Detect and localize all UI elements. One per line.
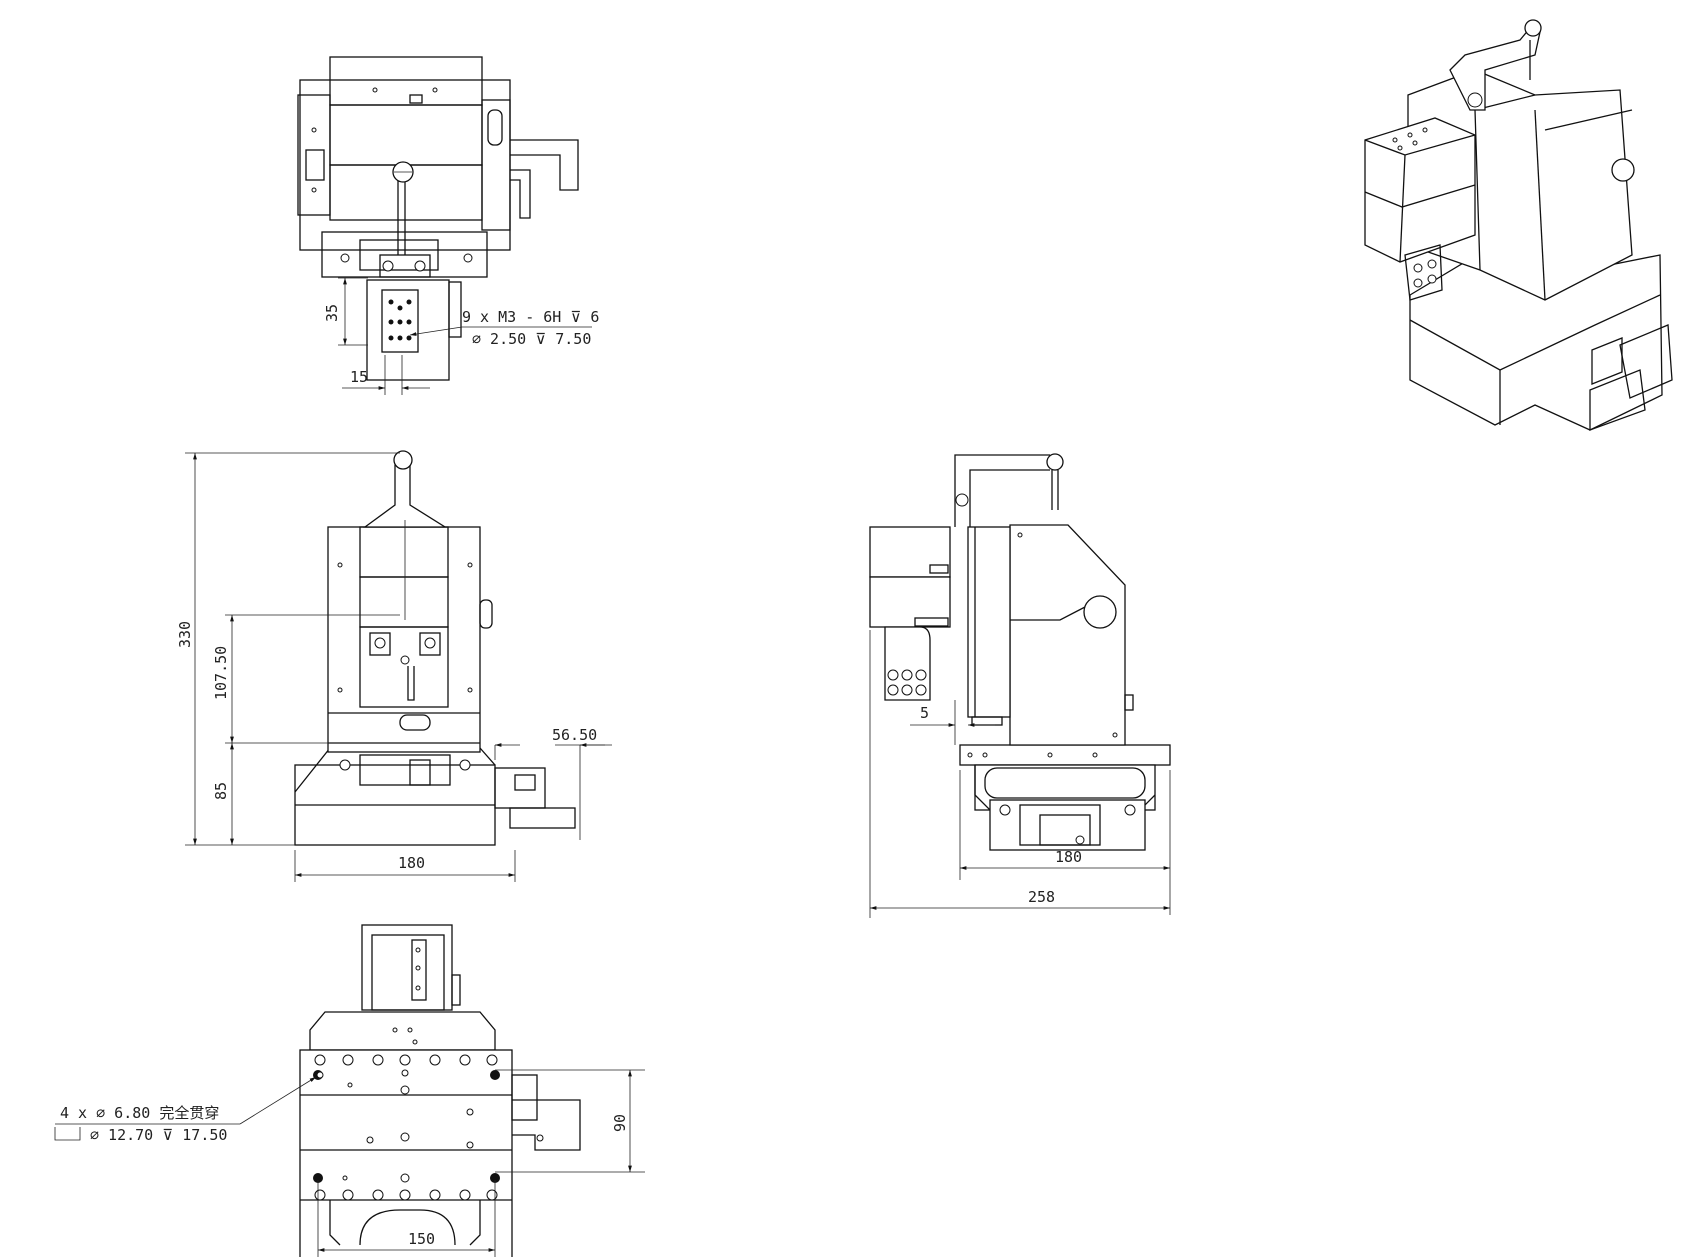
- front-view-dim-85-label: 85: [212, 782, 230, 800]
- top-view-dimension-15: 15: [342, 355, 430, 395]
- bottom-view-hole-pattern: [313, 1054, 500, 1201]
- top-view-thread-callout: 9 x M3 - 6H ⊽ 6 ⌀ 2.50 ⊽ 7.50: [409, 308, 599, 348]
- bottom-view-dim-150-label: 150: [408, 1230, 435, 1248]
- side-view-dim-180-label: 180: [1055, 848, 1082, 866]
- bottom-view-head: [361, 924, 453, 1011]
- bottom-view-callout-line2: ⌀ 12.70 ⊽ 17.50: [90, 1126, 227, 1144]
- front-view-dimension-56-50: 56.50: [494, 726, 612, 840]
- side-view-head-lower: [869, 576, 951, 628]
- top-view-dimension-35: 35: [323, 277, 368, 346]
- top-view-callout-line2: ⌀ 2.50 ⊽ 7.50: [472, 330, 591, 348]
- side-view: 5 180 258: [869, 453, 1171, 918]
- front-view-column: [327, 526, 481, 753]
- iso-head: [1364, 117, 1476, 263]
- front-view-dim-180-label: 180: [398, 854, 425, 872]
- front-view-dimension-180: 180: [294, 850, 516, 882]
- isometric-view: [1364, 19, 1673, 431]
- iso-column: [1407, 69, 1633, 301]
- front-view-dim-56-label: 56.50: [552, 726, 597, 744]
- top-view: 35 15 9 x M3 - 6H ⊽ 6 ⌀ 2.50 ⊽ 7.50: [297, 56, 599, 395]
- side-view-dim-258-label: 258: [1028, 888, 1055, 906]
- front-view-dim-107-label: 107.50: [212, 646, 230, 700]
- side-view-dimension-5: 5: [910, 700, 995, 745]
- side-view-handle-arm: [954, 454, 1050, 527]
- top-view-dim-15-label: 15: [350, 368, 368, 386]
- bottom-view-dim-90-label: 90: [611, 1114, 629, 1132]
- bottom-view-base: [299, 1049, 513, 1257]
- front-view-handle: [363, 464, 448, 528]
- bottom-view-dimension-90: 90: [495, 1069, 645, 1173]
- iso-knob: [1611, 158, 1635, 182]
- side-view-slide: [967, 526, 1011, 718]
- counterbore-icon: [54, 1127, 81, 1141]
- bottom-view-hole-callout: 4 x ⌀ 6.80 完全贯穿 ⌀ 12.70 ⊽ 17.50: [54, 1076, 317, 1144]
- front-view-dim-330-label: 330: [176, 621, 194, 648]
- front-view-dimension-107-50: 107.50: [212, 614, 400, 744]
- front-view-dimension-85: 85: [212, 743, 234, 845]
- front-view: 330 107.50 85 56.50 180: [176, 450, 612, 882]
- side-view-knob: [1083, 595, 1117, 629]
- top-view-dim-35-label: 35: [323, 304, 341, 322]
- side-view-base-plate: [959, 744, 1171, 766]
- top-view-callout-line1: 9 x M3 - 6H ⊽ 6: [462, 308, 599, 326]
- bottom-view: 90 150 4 x ⌀ 6.80 完全贯穿 ⌀ 12.70 ⊽ 17.50: [54, 924, 645, 1257]
- bottom-view-callout-line1: 4 x ⌀ 6.80 完全贯穿: [60, 1104, 219, 1122]
- side-view-head-upper: [869, 526, 951, 578]
- top-view-front-plate: [366, 279, 450, 381]
- side-view-dim-5-label: 5: [920, 704, 929, 722]
- front-view-dimension-330: 330: [176, 452, 400, 846]
- side-view-dimension-180: 180: [959, 770, 1171, 915]
- iso-handle: [1449, 27, 1541, 111]
- bottom-view-dimension-150: 150: [317, 1180, 496, 1257]
- side-view-dimension-258: 258: [869, 630, 1170, 918]
- side-view-column-body: [1009, 524, 1126, 746]
